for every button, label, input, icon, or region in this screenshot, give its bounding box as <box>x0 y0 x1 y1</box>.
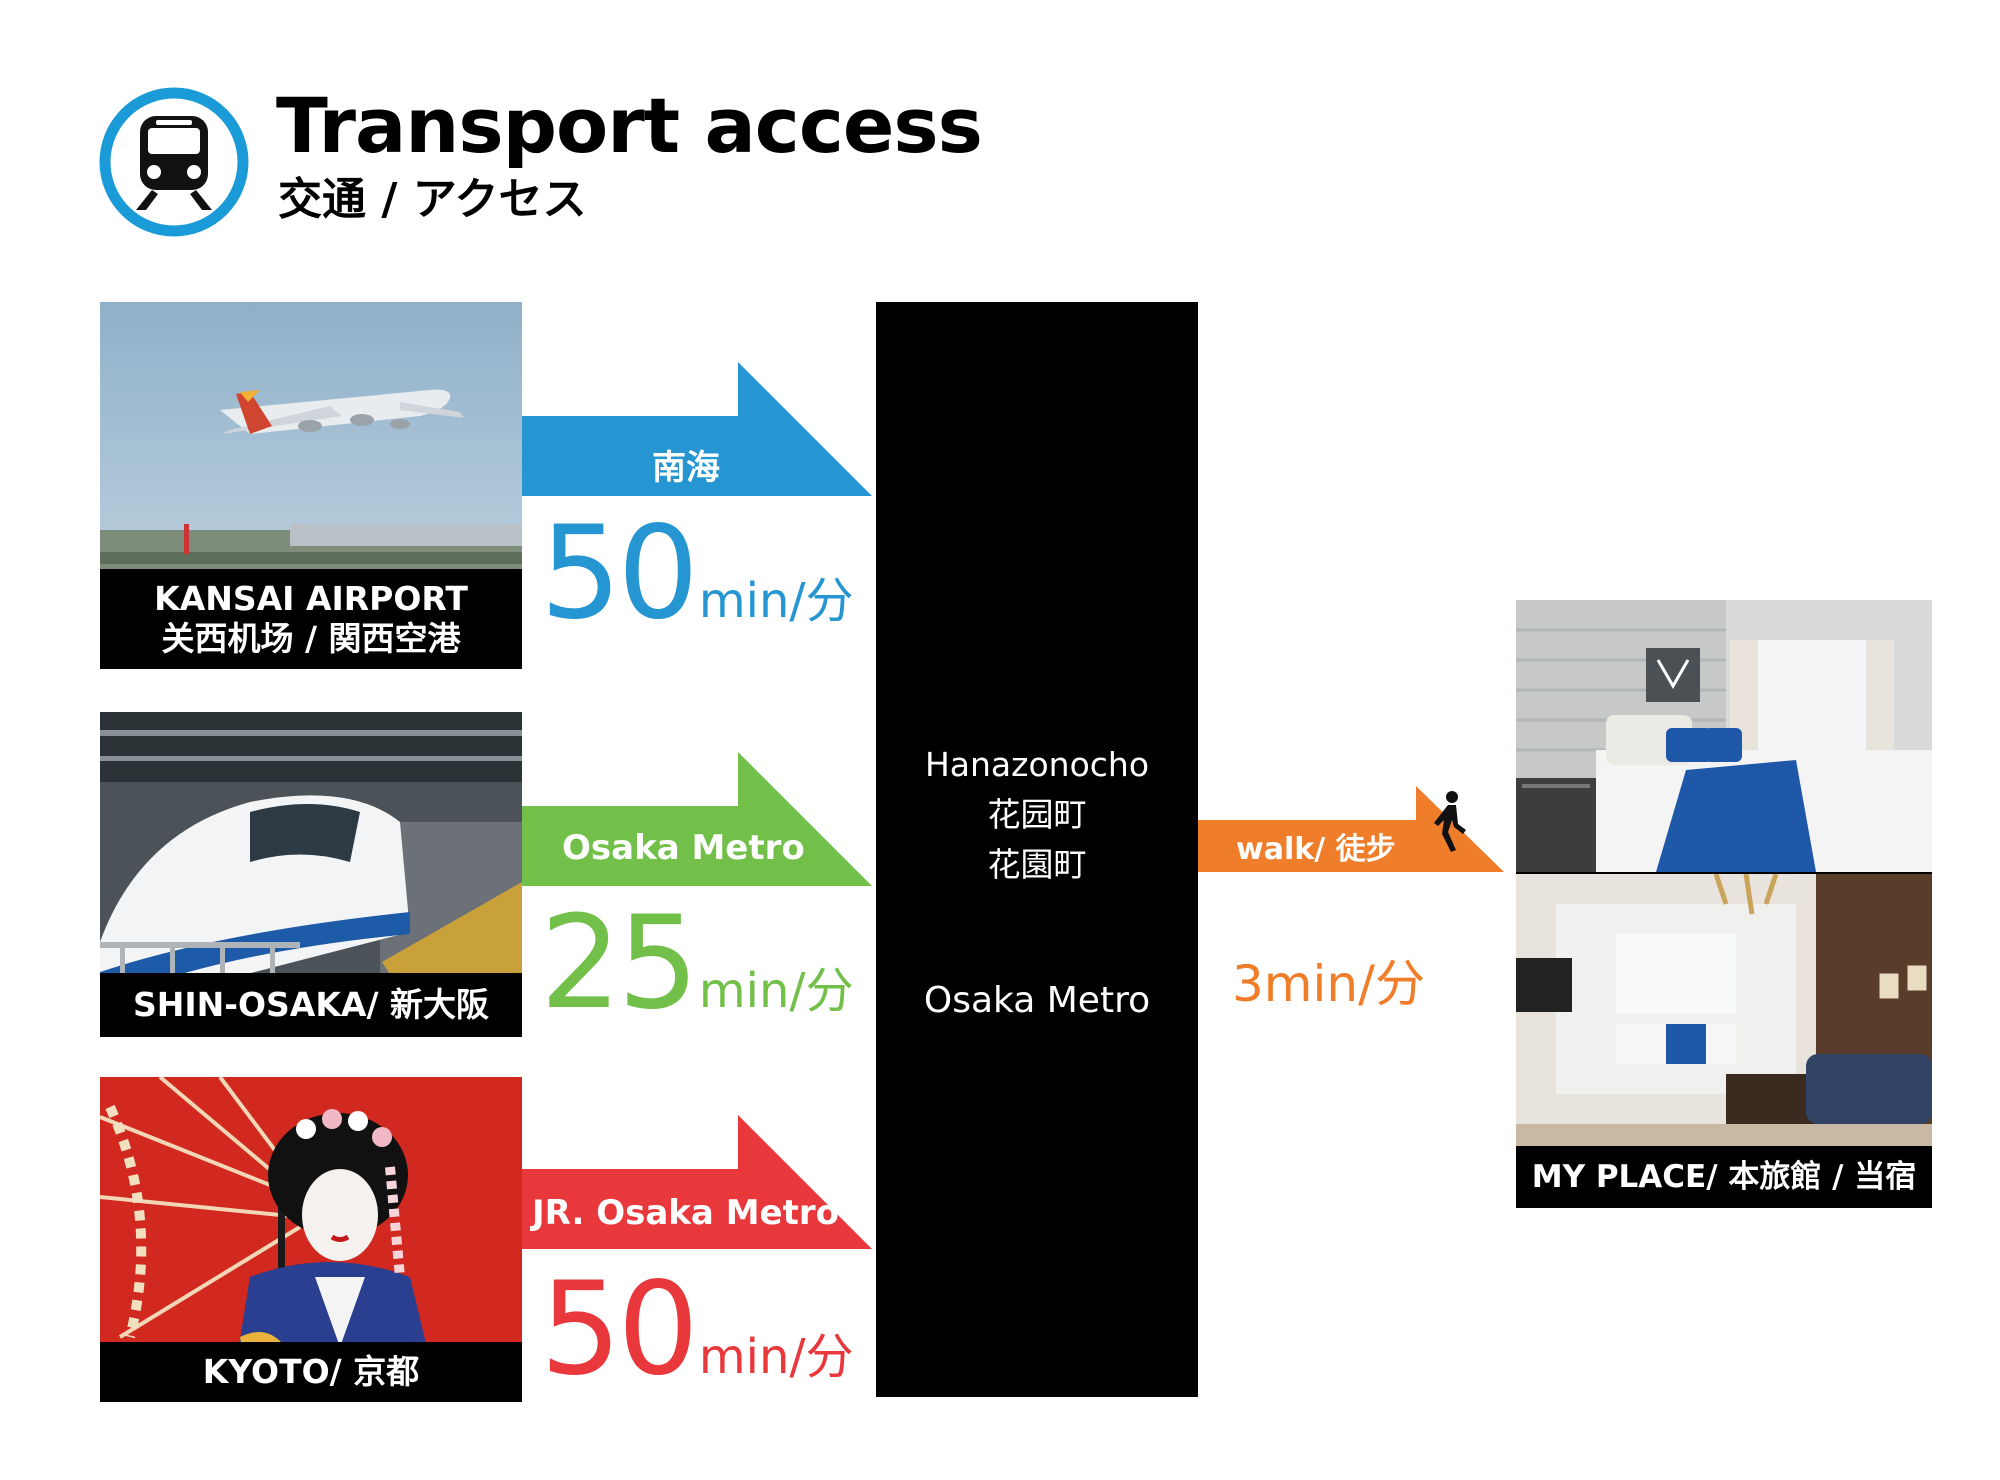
jr-osaka-metro-route-arrow: JR. Osaka Metro <box>522 1115 872 1249</box>
kyoto-caption: KYOTO/ 京都 <box>100 1342 522 1402</box>
nankai-route-label: 南海 <box>652 448 720 488</box>
walk-time: 3min/分 <box>1232 955 1425 1013</box>
shin-osaka-name: SHIN-OSAKA/ 新大阪 <box>133 985 489 1024</box>
kyoto-name: KYOTO/ 京都 <box>202 1352 420 1391</box>
shin-osaka-time-value: 25 <box>540 889 699 1038</box>
station-name-ja: 花園町 <box>987 845 1087 884</box>
hanazonocho-station: Hanazonocho 花园町 花園町 Osaka Metro <box>876 302 1198 1397</box>
kansai-airport-name-cjk: 关西机场 / 関西空港 <box>161 619 461 658</box>
walk-label: walk/ 徒步 <box>1236 832 1396 867</box>
shin-osaka-time-unit: min/分 <box>698 963 854 1019</box>
my-place-caption: MY PLACE/ 本旅館 / 当宿 <box>1516 1146 1932 1208</box>
walking-person-icon <box>1426 790 1472 854</box>
kyoto-panel: KYOTO/ 京都 <box>100 1077 522 1402</box>
station-names: Hanazonocho 花园町 花園町 <box>876 740 1198 890</box>
nankai-route-arrow: 南海 <box>522 362 872 496</box>
kyoto-time-value: 50 <box>540 1255 699 1404</box>
kansai-airport-caption: KANSAI AIRPORT 关西机场 / 関西空港 <box>100 569 522 669</box>
jr-osaka-metro-route-label: JR. Osaka Metro <box>532 1193 839 1233</box>
station-line: Osaka Metro <box>923 980 1151 1021</box>
shin-osaka-caption: SHIN-OSAKA/ 新大阪 <box>100 973 522 1037</box>
osaka-metro-route-label: Osaka Metro <box>562 828 805 868</box>
page-title: Transport access <box>276 81 983 170</box>
kansai-travel-time: 50min/分 <box>540 510 854 638</box>
my-place-panel: MY PLACE/ 本旅館 / 当宿 <box>1516 600 1932 1208</box>
page-subtitle: 交通 / アクセス <box>278 174 587 225</box>
shin-osaka-travel-time: 25min/分 <box>540 900 854 1028</box>
shin-osaka-panel: SHIN-OSAKA/ 新大阪 <box>100 712 522 1037</box>
train-icon <box>98 86 250 238</box>
living-room-photo <box>1516 874 1932 1146</box>
kansai-airport-name: KANSAI AIRPORT <box>154 579 468 618</box>
kyoto-time-unit: min/分 <box>698 1329 854 1385</box>
bedroom-photo <box>1516 600 1932 872</box>
kansai-time-unit: min/分 <box>698 573 854 629</box>
osaka-metro-route-arrow: Osaka Metro <box>522 752 872 886</box>
kansai-airport-panel: KANSAI AIRPORT 关西机场 / 関西空港 <box>100 302 522 669</box>
kyoto-travel-time: 50min/分 <box>540 1266 854 1394</box>
kansai-time-value: 50 <box>540 499 699 648</box>
station-name-zh: 花园町 <box>987 795 1087 834</box>
walk-arrow: walk/ 徒步 <box>1198 786 1504 872</box>
station-name-en: Hanazonocho <box>924 745 1150 784</box>
my-place-name: MY PLACE/ 本旅館 / 当宿 <box>1531 1159 1917 1195</box>
